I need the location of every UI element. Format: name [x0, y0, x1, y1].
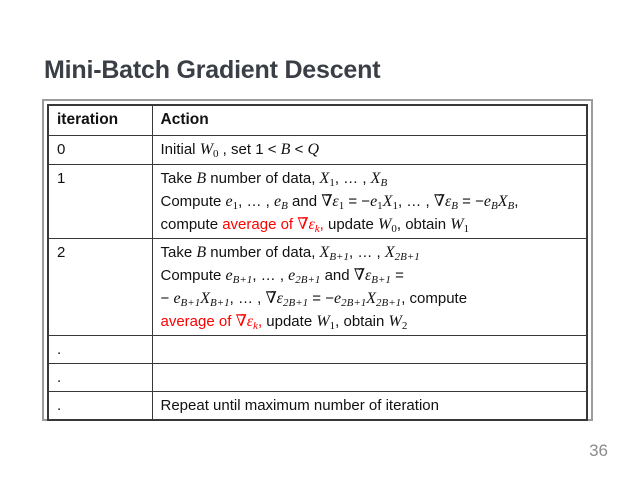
iteration-cell: 2 [47, 237, 153, 336]
table-row-3: . [47, 334, 588, 364]
col-header-action: Action [151, 104, 588, 136]
action-cell [151, 362, 588, 392]
iteration-cell: . [47, 362, 153, 392]
iteration-cell: 0 [47, 134, 153, 165]
table-row-5: . Repeat until maximum number of iterati… [47, 390, 588, 421]
iteration-cell: . [47, 334, 153, 364]
table-row-0: 0 Initial W0 , set 1 < B < Q [47, 134, 588, 165]
action-cell [151, 334, 588, 364]
iteration-table-frame: iteration Action 0 Initial W0 , set 1 < … [42, 99, 593, 421]
table-row-4: . [47, 362, 588, 392]
iteration-cell: 1 [47, 163, 153, 239]
table-header-row: iteration Action [47, 104, 588, 136]
table-row-2: 2 Take B number of data, XB+1, … , X2B+1… [47, 237, 588, 336]
slide-title: Mini-Batch Gradient Descent [44, 56, 381, 84]
iteration-cell: . [47, 390, 153, 421]
iteration-table: iteration Action 0 Initial W0 , set 1 < … [47, 104, 588, 421]
action-cell: Initial W0 , set 1 < B < Q [151, 134, 588, 165]
page-number: 36 [589, 441, 608, 460]
action-cell: Repeat until maximum number of iteration [151, 390, 588, 421]
col-header-iteration: iteration [47, 104, 153, 136]
